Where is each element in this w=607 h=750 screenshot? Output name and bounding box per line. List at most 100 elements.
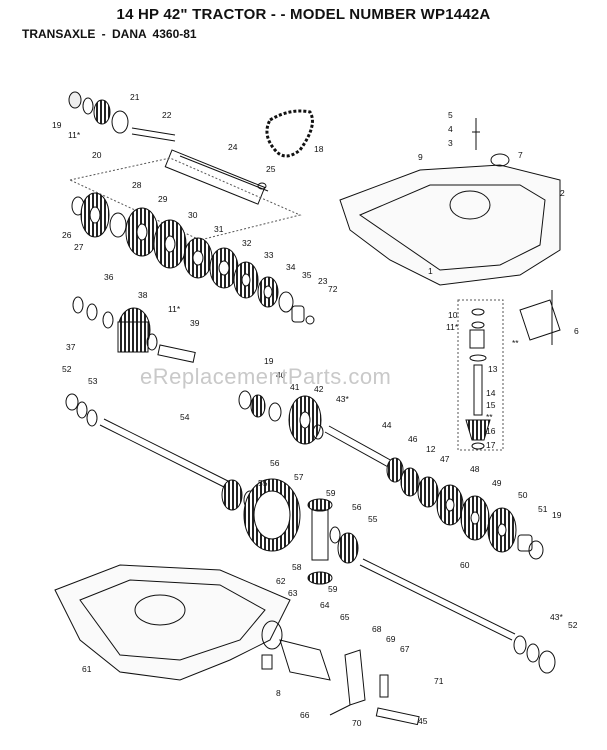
part-callout-31: 39: [190, 318, 200, 328]
brake-parts: [261, 620, 420, 726]
part-callout-15: 28: [132, 180, 142, 190]
part-callout-55: 49: [492, 478, 502, 488]
part-callout-58: 19: [552, 510, 562, 520]
part-callout-54: 48: [470, 464, 480, 474]
dashed-box-stack: [457, 299, 504, 451]
part-callout-19: 30: [188, 210, 198, 220]
watermark: eReplacementParts.com: [140, 364, 392, 389]
part-callout-41: 17: [486, 440, 496, 450]
part-callout-28: 37: [66, 342, 76, 352]
part-callout-3: 21: [130, 92, 140, 102]
part-callout-6: 25: [266, 164, 276, 174]
shaft-44-group: [238, 390, 544, 560]
part-callout-14: 1: [428, 266, 433, 276]
part-callout-16: 26: [62, 230, 72, 240]
part-callout-62: 59: [326, 488, 336, 498]
part-callout-11: 9: [418, 152, 423, 162]
part-callout-42: 52: [62, 364, 72, 374]
part-callout-66: 59: [328, 584, 338, 594]
part-callout-21: 32: [242, 238, 252, 248]
part-callout-74: 61: [82, 664, 92, 674]
lever-6: [519, 290, 561, 345]
part-callout-69: 52: [568, 620, 578, 630]
part-callout-73: 65: [340, 612, 350, 622]
part-callout-33: 11*: [446, 322, 459, 332]
part-callout-63: 56: [352, 502, 362, 512]
part-callout-35: **: [512, 338, 519, 348]
part-callout-25: 23: [318, 276, 328, 286]
part-callout-80: 66: [300, 710, 310, 720]
page-title: 14 HP 42" TRACTOR - - MODEL NUMBER WP144…: [116, 6, 491, 23]
part-callout-20: 31: [214, 224, 224, 234]
part-callout-2: 20: [92, 150, 102, 160]
part-callout-4: 22: [162, 110, 172, 120]
part-callout-71: 63: [288, 588, 298, 598]
chain-18: [265, 109, 314, 158]
part-callout-7: 18: [314, 144, 324, 154]
part-callout-44: 54: [180, 412, 190, 422]
part-callout-10: 3: [448, 138, 453, 148]
pin-22: [131, 127, 176, 142]
part-callout-47: 41: [290, 382, 300, 392]
part-callout-53: 47: [440, 454, 450, 464]
housing-lower-61: [54, 564, 291, 681]
part-callout-39: **: [486, 412, 493, 422]
part-callout-57: 51: [538, 504, 548, 514]
part-callout-8: 5: [448, 110, 453, 120]
part-callout-50: 44: [382, 420, 392, 430]
shaft-24: [164, 149, 269, 205]
part-callout-77: 67: [400, 644, 410, 654]
part-callout-29: 38: [138, 290, 148, 300]
guide-box: [68, 157, 302, 241]
ring-25: [257, 182, 267, 190]
part-callout-70: 62: [276, 576, 286, 586]
gear-stack-main: [71, 192, 315, 325]
part-callout-51: 46: [408, 434, 418, 444]
part-callout-17: 27: [74, 242, 84, 252]
part-callout-60: 56: [270, 458, 280, 468]
part-callout-76: 69: [386, 634, 396, 644]
part-callout-56: 50: [518, 490, 528, 500]
part-callout-18: 29: [158, 194, 168, 204]
housing-upper-1: [339, 118, 561, 286]
part-callout-52: 12: [426, 444, 436, 454]
part-callout-48: 42: [314, 384, 324, 394]
parts-stack-center: [465, 308, 491, 450]
part-callout-49: 43*: [336, 394, 349, 404]
part-callout-23: 34: [286, 262, 296, 272]
part-callout-13: 2: [560, 188, 565, 198]
part-callout-38: 15: [486, 400, 496, 410]
part-callout-0: 19: [52, 120, 62, 130]
part-callout-61: 57: [294, 472, 304, 482]
part-callout-40: 16: [486, 426, 496, 436]
part-callout-34: 6: [574, 326, 579, 336]
part-callout-9: 4: [448, 124, 453, 134]
part-callout-30: 11*: [168, 304, 181, 314]
part-callout-32: 10: [448, 310, 458, 320]
axle-54: [65, 393, 235, 491]
part-callout-75: 68: [372, 624, 382, 634]
part-callout-12: 7: [518, 150, 523, 160]
part-callout-27: 36: [104, 272, 114, 282]
part-callout-78: 71: [434, 676, 444, 686]
part-callout-67: 60: [460, 560, 470, 570]
part-callout-82: 45: [418, 716, 428, 726]
part-callout-5: 24: [228, 142, 238, 152]
part-callout-37: 14: [486, 388, 496, 398]
part-callout-45: 19: [264, 356, 274, 366]
part-callout-68: 43*: [550, 612, 563, 622]
part-callout-36: 13: [488, 364, 498, 374]
axle-60: [359, 558, 556, 674]
differential-57: [221, 478, 359, 585]
bearing-group-top: [68, 91, 129, 134]
part-callout-59: 55: [258, 478, 268, 488]
part-callout-81: 70: [352, 718, 362, 728]
part-callout-24: 35: [302, 270, 312, 280]
part-callout-1: 11*: [68, 130, 81, 140]
part-callout-22: 33: [264, 250, 274, 260]
part-callout-43: 53: [88, 376, 98, 386]
gear-38-group: [72, 296, 196, 363]
part-callout-46: 40: [276, 370, 286, 380]
